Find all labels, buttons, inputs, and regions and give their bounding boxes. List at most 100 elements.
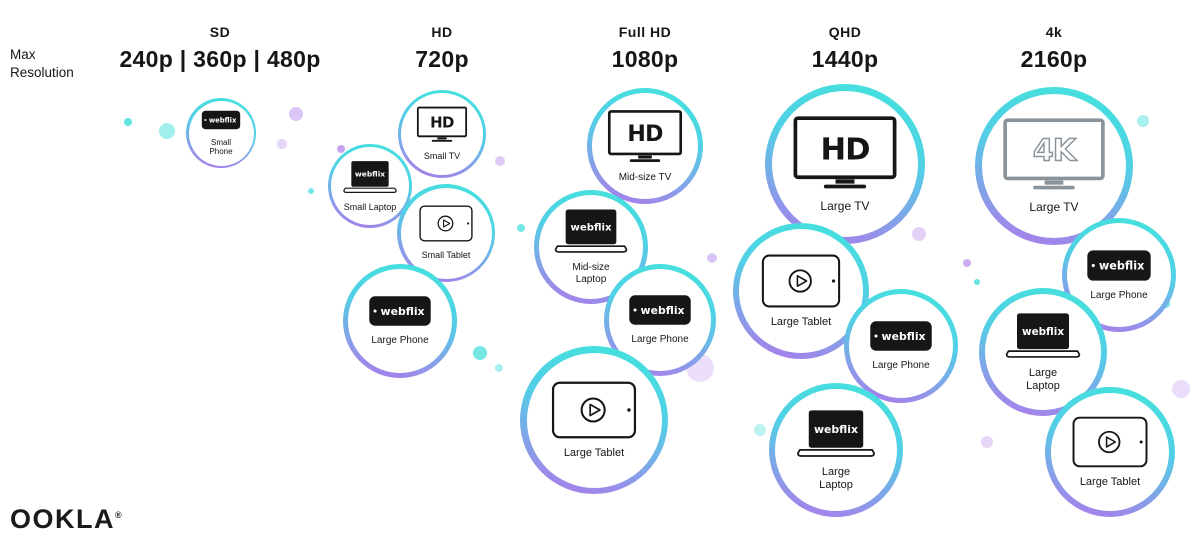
laptop-icon: webflix — [797, 409, 875, 457]
decorative-dot — [124, 118, 132, 126]
laptop-icon: webflix — [343, 160, 397, 193]
decorative-dot — [277, 139, 287, 149]
tablet-icon — [1072, 416, 1148, 467]
phone-icon-wrap: webflix — [1086, 249, 1152, 287]
column-name: QHD — [828, 24, 862, 40]
svg-text:webflix: webflix — [1099, 259, 1145, 272]
tv-icon-wrap: HD — [792, 115, 898, 196]
bubble-inner: webflix Small Laptop — [331, 147, 409, 225]
decorative-dot — [754, 424, 766, 436]
decorative-dot — [963, 259, 971, 267]
device-label: Large Phone — [371, 335, 429, 347]
decorative-dot — [517, 224, 525, 232]
column-name: SD — [209, 24, 231, 40]
bubble-hd-large-phone: webflix Large Phone — [343, 264, 457, 378]
laptop-icon-wrap: webflix — [1004, 312, 1082, 364]
tv-icon: HD — [607, 109, 683, 162]
phone-icon-wrap: webflix — [368, 295, 432, 332]
decorative-dot — [1137, 115, 1149, 127]
svg-text:HD: HD — [627, 122, 663, 147]
bubble-qhd-large-tv: HD Large TV — [765, 84, 925, 244]
svg-text:webflix: webflix — [381, 305, 425, 318]
bubble-inner: webflix Large Phone — [348, 269, 452, 373]
decorative-dot — [1172, 380, 1190, 398]
bubble-qhd-large-tablet: Large Tablet — [733, 223, 869, 359]
device-label: Small Phone — [209, 137, 233, 156]
laptop-icon: webflix — [554, 209, 628, 253]
svg-text:HD: HD — [430, 114, 454, 132]
bubble-uhd-large-tablet: Large Tablet — [1045, 387, 1175, 517]
svg-text:webflix: webflix — [814, 422, 858, 435]
column-name: Full HD — [618, 24, 672, 40]
column-resolutions: 240p | 360p | 480p — [119, 46, 321, 72]
column-resolutions: 1440p — [811, 46, 879, 72]
phone-icon: webflix — [870, 321, 932, 351]
decorative-dot — [974, 279, 980, 285]
svg-text:webflix: webflix — [209, 116, 237, 124]
laptop-icon-wrap: webflix — [342, 160, 398, 199]
phone-icon: webflix — [201, 110, 241, 129]
bubble-sd-small-phone: webflix Small Phone — [186, 98, 256, 168]
bubble-inner: webflix Small Phone — [188, 100, 254, 166]
svg-text:HD: HD — [821, 132, 870, 167]
laptop-icon: webflix — [1005, 312, 1081, 358]
device-label: Large Tablet — [1079, 475, 1141, 488]
svg-text:4K: 4K — [1033, 134, 1078, 169]
device-label: Large TV — [820, 198, 870, 213]
decorative-dot — [289, 107, 303, 121]
tablet-icon — [419, 205, 473, 242]
ookla-logo: OOKLA® — [10, 504, 122, 535]
tablet-icon — [761, 254, 841, 307]
decorative-dot — [495, 364, 503, 372]
device-label: Large Tablet — [563, 446, 625, 459]
tv-icon: HD — [793, 116, 897, 189]
bubble-qhd-large-laptop: webflix Large Laptop — [769, 383, 903, 517]
bubble-hd-small-laptop: webflix Small Laptop — [328, 144, 412, 228]
tablet-icon — [551, 381, 637, 438]
decorative-dot — [308, 188, 314, 194]
decorative-dot — [495, 156, 505, 166]
tv-icon-wrap: HD — [416, 106, 468, 148]
bubble-uhd-large-tv: 4K Large TV — [975, 87, 1133, 245]
column-resolutions: 1080p — [611, 46, 679, 72]
bubble-inner: Large Tablet — [739, 229, 863, 353]
bubble-inner: webflix Large Phone — [849, 294, 953, 398]
tv-icon: 4K — [1003, 118, 1105, 190]
phone-icon: webflix — [629, 295, 691, 325]
device-label: Small TV — [423, 151, 461, 162]
max-resolution-label: Max Resolution — [10, 47, 74, 80]
tablet-icon-wrap — [761, 254, 841, 313]
svg-text:webflix: webflix — [882, 330, 926, 343]
column-header-full-hd: Full HD 1080p — [612, 24, 679, 73]
bubble-inner: HD Small TV — [401, 93, 483, 175]
laptop-icon-wrap: webflix — [795, 409, 877, 463]
bubble-inner: HD Large TV — [772, 91, 918, 237]
column-name: HD — [431, 24, 453, 40]
phone-icon: webflix — [1087, 249, 1151, 281]
bubble-inner: webflix Large Laptop — [985, 294, 1101, 410]
ookla-logo-text: OOKLA — [10, 504, 115, 534]
svg-text:webflix: webflix — [355, 169, 385, 178]
device-label: Mid-size TV — [618, 171, 672, 183]
device-label: Small Tablet — [421, 250, 471, 261]
phone-icon-wrap: webflix — [869, 320, 933, 357]
bubble-inner: Large Tablet — [526, 352, 662, 488]
column-header-qhd: QHD 1440p — [812, 24, 879, 73]
tablet-icon-wrap — [419, 205, 473, 247]
column-name: 4k — [1045, 24, 1063, 40]
bubble-inner: 4K Large TV — [982, 94, 1126, 238]
column-header-4k: 4k 2160p — [1021, 24, 1088, 73]
device-label: Small Laptop — [343, 201, 397, 212]
device-label: Large Laptop — [819, 465, 853, 491]
column-header-sd: SD 240p | 360p | 480p — [119, 24, 320, 73]
svg-text:webflix: webflix — [641, 304, 685, 317]
device-label: Large Phone — [872, 360, 930, 372]
device-label: Large Phone — [631, 334, 689, 346]
device-label: Large Phone — [1090, 289, 1148, 301]
tv-icon-wrap: 4K — [1002, 117, 1106, 197]
bubble-fhd-large-tablet: Large Tablet — [520, 346, 668, 494]
svg-text:webflix: webflix — [1022, 325, 1064, 337]
tablet-icon-wrap — [1072, 416, 1148, 473]
bubble-inner: Large Tablet — [1051, 393, 1169, 511]
bubble-inner: webflix Large Laptop — [775, 389, 897, 511]
